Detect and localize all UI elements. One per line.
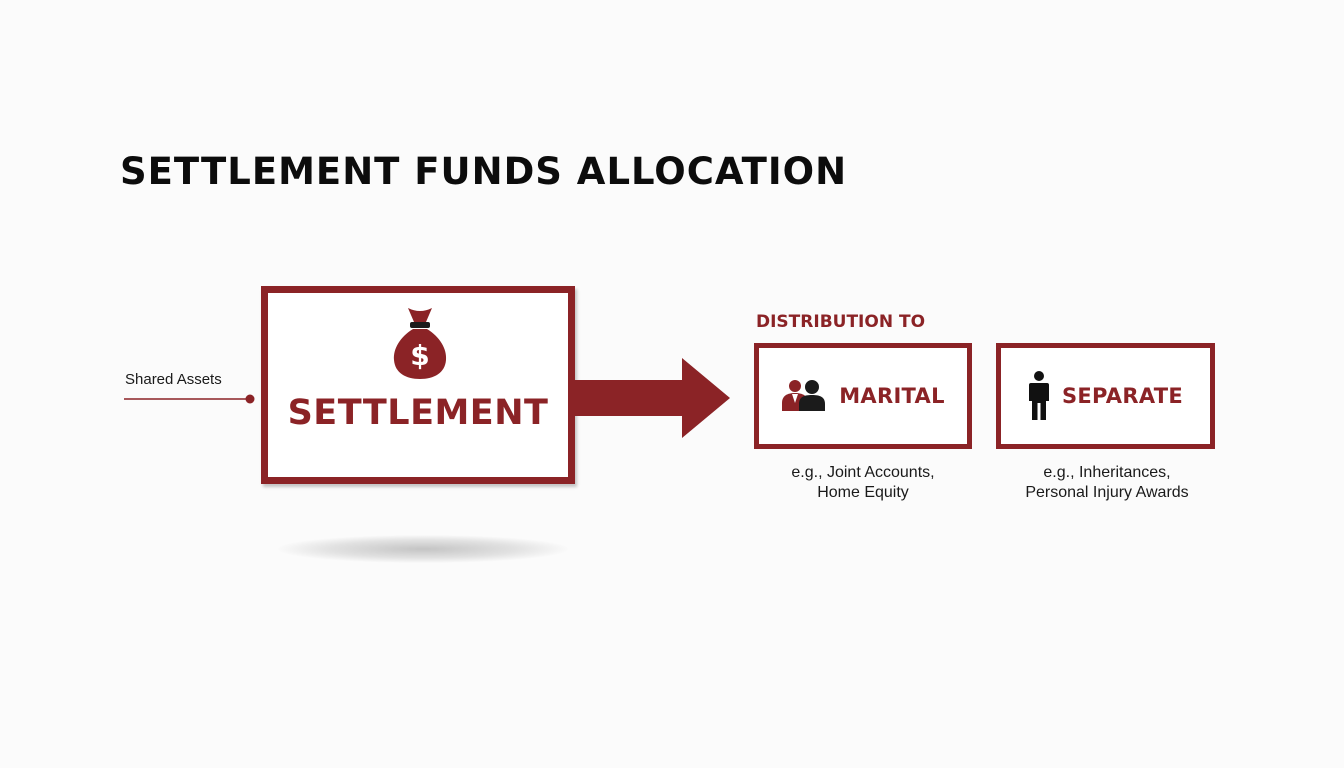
diagram-title: SETTLEMENT FUNDS ALLOCATION xyxy=(120,150,848,193)
distribution-arrow xyxy=(574,358,730,438)
money-bag-icon: $ xyxy=(393,308,447,379)
connector-dot xyxy=(245,394,255,404)
separate-examples: e.g., Inheritances, Personal Injury Awar… xyxy=(986,463,1228,503)
separate-label: SEPARATE xyxy=(1061,384,1184,408)
separate-example-line: e.g., Inheritances, xyxy=(1043,464,1171,481)
distribution-heading: DISTRIBUTION TO xyxy=(756,312,926,332)
couple-icon xyxy=(782,380,826,411)
person-icon xyxy=(1028,371,1049,420)
shared-assets-label: Shared Assets xyxy=(125,371,222,388)
dollar-sign: $ xyxy=(410,339,429,372)
shared-assets-connector xyxy=(124,394,255,404)
marital-example-line: Home Equity xyxy=(817,484,909,501)
marital-label: MARITAL xyxy=(839,384,945,408)
settlement-label: SETTLEMENT xyxy=(287,393,549,433)
settlement-box: $ SETTLEMENT xyxy=(261,286,575,484)
marital-example-line: e.g., Joint Accounts, xyxy=(791,464,935,481)
separate-example-line: Personal Injury Awards xyxy=(1025,484,1189,501)
settlement-shadow xyxy=(278,535,568,563)
marital-examples: e.g., Joint Accounts, Home Equity xyxy=(754,463,972,503)
separate-box: SEPARATE xyxy=(996,343,1215,449)
marital-box: MARITAL xyxy=(754,343,972,449)
